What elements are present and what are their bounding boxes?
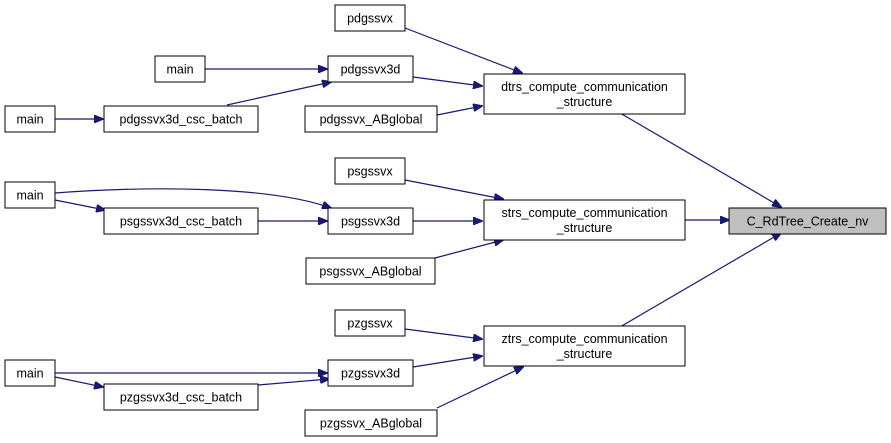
node-label: pzgssvx3d [341, 367, 400, 381]
node-psgssvx3d[interactable]: psgssvx3d [327, 207, 414, 235]
node-psgssvx[interactable]: psgssvx [334, 157, 406, 185]
node-pzgssvx[interactable]: pzgssvx [334, 309, 406, 337]
edge-main-to-psgssvx3d [54, 188, 331, 208]
edge-pzgssvx-to-ztrs [404, 328, 482, 339]
edge-pdgssvx3d-to-dtrs [412, 76, 482, 86]
edge-main-to-pzgssvx3d-csc-batch [54, 376, 103, 387]
node-label: pzgssvx3d_csc_batch [120, 391, 242, 405]
node-label: pdgssvx_ABglobal [320, 113, 423, 127]
node-label: psgssvx_ABglobal [319, 265, 421, 279]
edge-pdgssvx3d-csc-batch-to-pdgssvx3d [226, 82, 331, 106]
node-pdgssvx[interactable]: pdgssvx [334, 4, 406, 32]
edge-pzgssvx3d-to-ztrs [412, 356, 482, 368]
node-psgssvx3d-csc-batch[interactable]: psgssvx3d_csc_batch [103, 207, 259, 235]
edge-psgssvx-to-strs [404, 179, 503, 199]
node-label: psgssvx [347, 165, 393, 179]
node-ztrs-compute-communication-structure[interactable]: ztrs_compute_communication _structure [483, 325, 686, 367]
node-pdgssvx-abglobal[interactable]: pdgssvx_ABglobal [304, 105, 438, 133]
edge-pzgssvx-abglobal-to-ztrs [436, 367, 523, 409]
node-label: pdgssvx3d_csc_batch [120, 113, 243, 127]
node-label: pdgssvx3d [341, 63, 401, 77]
node-label-line1: ztrs_compute_communication [501, 332, 667, 346]
node-pdgssvx3d-csc-batch[interactable]: pdgssvx3d_csc_batch [103, 105, 259, 133]
node-main[interactable]: main [154, 55, 206, 83]
edge-dtrs-to-root [619, 112, 781, 207]
node-label: C_RdTree_Create_nv [747, 215, 870, 229]
node-label: psgssvx3d_csc_batch [120, 215, 242, 229]
node-label-line2: _structure [556, 95, 613, 109]
node-pzgssvx3d-csc-batch[interactable]: pzgssvx3d_csc_batch [103, 383, 259, 411]
node-label-line2: _structure [556, 221, 613, 235]
node-pdgssvx3d[interactable]: pdgssvx3d [327, 55, 414, 83]
node-label: main [16, 367, 43, 381]
edge-pdgssvx-to-dtrs [404, 27, 522, 73]
node-label: psgssvx3d [341, 215, 400, 229]
node-dtrs-compute-communication-structure[interactable]: dtrs_compute_communication _structure [483, 73, 686, 115]
node-pzgssvx3d[interactable]: pzgssvx3d [327, 359, 414, 387]
edge-main-to-psgssvx3d-csc-batch [54, 199, 105, 210]
edge-pdgssvx-abglobal-to-dtrs [436, 106, 482, 116]
node-main[interactable]: main [4, 105, 56, 133]
edge-ztrs-to-root [619, 233, 781, 328]
node-main[interactable]: main [4, 359, 56, 387]
node-label: main [16, 113, 43, 127]
node-label: pdgssvx [347, 12, 394, 26]
edge-psgssvx-abglobal-to-strs [434, 240, 503, 259]
edges [54, 27, 781, 409]
node-strs-compute-communication-structure[interactable]: strs_compute_communication _structure [483, 199, 686, 241]
node-c-rdtree-create-nv[interactable]: C_RdTree_Create_nv [728, 207, 887, 235]
node-label-line1: dtrs_compute_communication [501, 80, 668, 94]
node-label: pzgssvx_ABglobal [320, 417, 422, 431]
node-psgssvx-abglobal[interactable]: psgssvx_ABglobal [305, 257, 436, 285]
node-pzgssvx-abglobal[interactable]: pzgssvx_ABglobal [304, 409, 438, 437]
edge-pzgssvx3d-csc-batch-to-pzgssvx3d [257, 379, 329, 386]
node-label: main [166, 63, 193, 77]
node-label-line1: strs_compute_communication [501, 206, 667, 220]
node-label: main [16, 189, 43, 203]
node-label-line2: _structure [556, 347, 613, 361]
node-label: pzgssvx [347, 317, 393, 331]
node-main[interactable]: main [4, 181, 56, 209]
